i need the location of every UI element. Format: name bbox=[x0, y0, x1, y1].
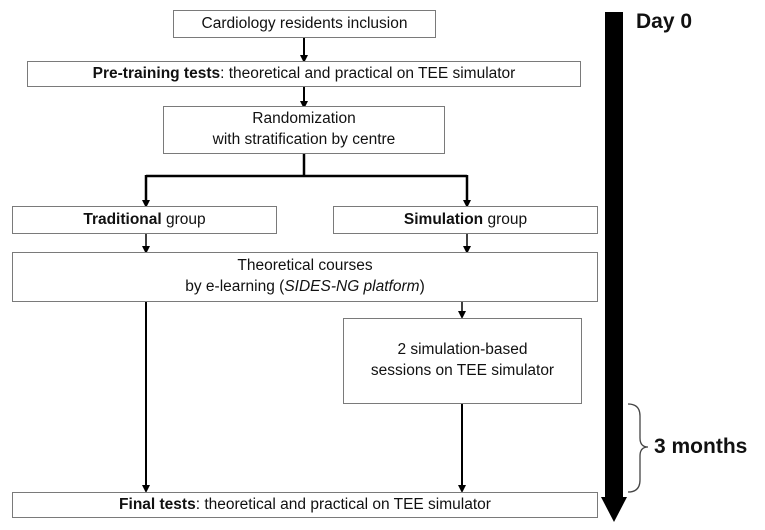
pretest-bold: Pre-training tests bbox=[92, 64, 221, 82]
traditional-bold: Traditional bbox=[83, 210, 162, 228]
timeline-arrowhead bbox=[601, 497, 627, 522]
theory-line2-post: ) bbox=[419, 278, 425, 295]
final-tests-box: Final tests: theoretical and practical o… bbox=[12, 492, 598, 518]
simulation-group-text: Simulation group bbox=[404, 210, 527, 231]
traditional-group-box: Traditional group bbox=[12, 206, 277, 234]
final-tests-text: Final tests: theoretical and practical o… bbox=[119, 495, 491, 516]
inclusion-text: Cardiology residents inclusion bbox=[201, 14, 408, 32]
pretest-rest: : theoretical and practical on TEE simul… bbox=[220, 64, 516, 82]
randomization-line2: with stratification by centre bbox=[212, 131, 396, 148]
theory-box: Theoretical courses by e-learning (SIDES… bbox=[12, 252, 598, 302]
sessions-line2: sessions on TEE simulator bbox=[370, 362, 555, 379]
inclusion-box: Cardiology residents inclusion bbox=[173, 10, 436, 38]
theory-platform: SIDES-NG platform bbox=[284, 278, 420, 295]
theory-line2: by e-learning (SIDES-NG platform) bbox=[185, 277, 424, 298]
sessions-box: 2 simulation-based sessions on TEE simul… bbox=[343, 318, 582, 404]
traditional-rest: group bbox=[161, 210, 206, 228]
theory-line1: Theoretical courses bbox=[237, 257, 373, 275]
pretest-text: Pre-training tests: theoretical and prac… bbox=[93, 64, 516, 85]
timeline-period-label: 3 months bbox=[654, 435, 748, 458]
timeline-start-label: Day 0 bbox=[636, 10, 693, 33]
theory-line2-pre: by e-learning ( bbox=[185, 278, 285, 295]
final-bold: Final tests bbox=[119, 495, 196, 513]
randomization-box: Randomization with stratification by cen… bbox=[163, 106, 445, 154]
randomization-line1: Randomization bbox=[252, 110, 356, 128]
simulation-rest: group bbox=[483, 210, 528, 228]
simulation-group-box: Simulation group bbox=[333, 206, 598, 234]
final-rest: : theoretical and practical on TEE simul… bbox=[195, 495, 491, 513]
traditional-group-text: Traditional group bbox=[83, 210, 205, 231]
pretest-box: Pre-training tests: theoretical and prac… bbox=[27, 61, 581, 87]
simulation-bold: Simulation bbox=[403, 210, 484, 228]
timeline-bar bbox=[605, 12, 623, 500]
sessions-line1: 2 simulation-based bbox=[397, 341, 528, 359]
period-brace bbox=[627, 403, 649, 493]
